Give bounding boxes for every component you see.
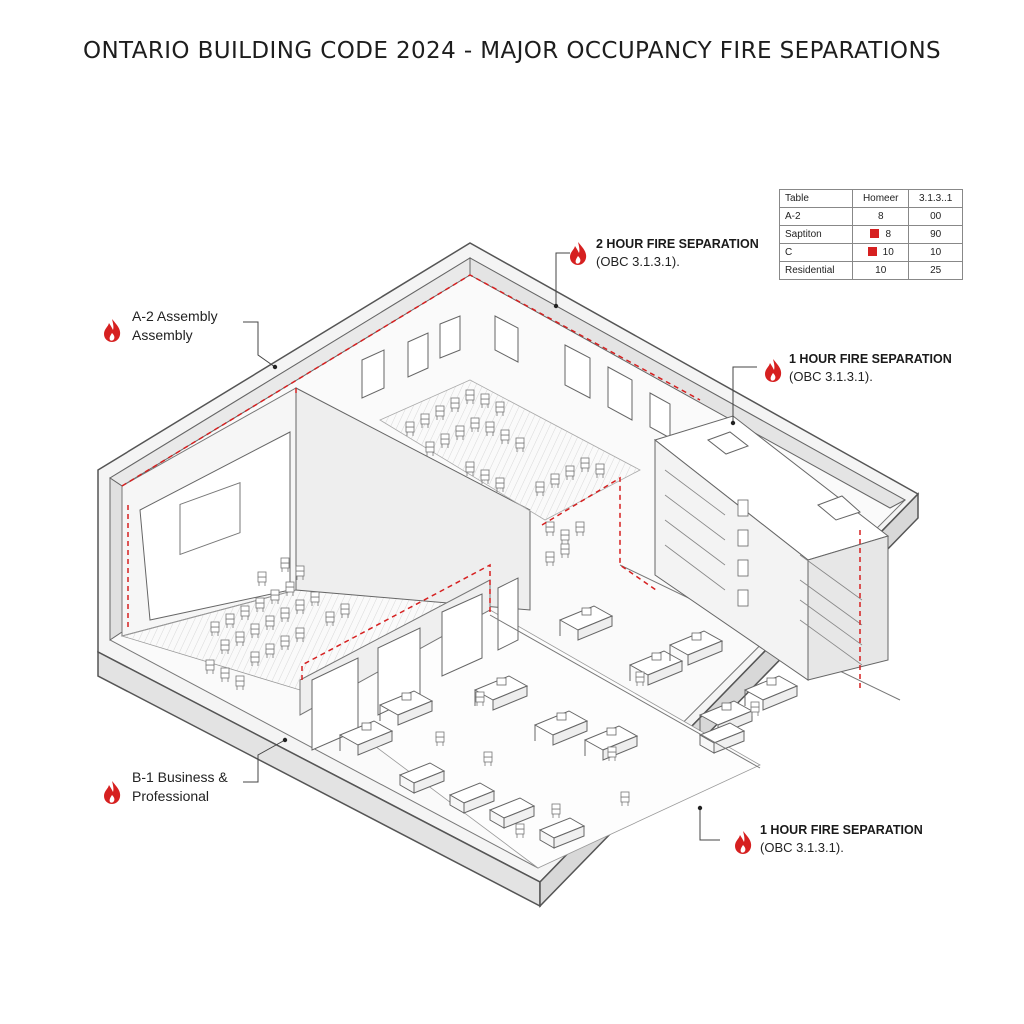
- business-zone: [299, 564, 901, 869]
- flame-icon: [735, 831, 752, 854]
- callout-business: B-1 Business & Professional: [104, 769, 228, 804]
- table-cell: 10: [852, 243, 910, 262]
- flame-icon: [104, 781, 121, 804]
- table-row: A-2 8 00: [778, 207, 963, 226]
- table-header: Table: [778, 189, 854, 208]
- table-header: Homeer: [852, 189, 910, 208]
- fire-separation-lines: [121, 274, 861, 690]
- table-cell: 25: [908, 261, 963, 280]
- table-cell: 00: [908, 207, 963, 226]
- table-header-row: Table Homeer 3.1.3..1: [778, 189, 963, 208]
- callout-leaders: [243, 252, 757, 841]
- table-cell: 10: [908, 243, 963, 262]
- callout-assembly: A-2 Assembly Assembly: [104, 308, 218, 343]
- table-cell-label: C: [778, 243, 854, 262]
- callout-assembly-line1: A-2 Assembly: [132, 308, 218, 324]
- callout-sep-right: 1 HOUR FIRE SEPARATION (OBC 3.1.3.1).: [765, 352, 952, 384]
- table-cell: 8: [852, 207, 910, 226]
- callout-sep-bottom-line1: 1 HOUR FIRE SEPARATION: [760, 823, 923, 837]
- callout-business-line1: B-1 Business &: [132, 769, 228, 785]
- assembly-zone: [120, 387, 531, 691]
- table-cell: 10: [852, 261, 910, 280]
- table-header: 3.1.3..1: [908, 189, 963, 208]
- table-row: Saptiton 8 90: [778, 225, 963, 244]
- residential-block: [653, 415, 890, 681]
- callout-business-line2: Professional: [132, 788, 209, 804]
- red-swatch: [870, 229, 880, 238]
- table-cell-label: A-2: [778, 207, 854, 226]
- table-cell: 90: [908, 225, 963, 244]
- table-cell: 8: [852, 225, 910, 244]
- hall-zone: [361, 315, 671, 567]
- table-cell-value: 10: [882, 247, 894, 258]
- table-cell-label: Saptiton: [778, 225, 854, 244]
- flame-icon: [570, 242, 587, 265]
- separation-table: Table Homeer 3.1.3..1 A-2 8 00 Saptiton …: [778, 189, 963, 280]
- flame-icon: [104, 319, 121, 342]
- callout-sep-bottom: 1 HOUR FIRE SEPARATION (OBC 3.1.3.1).: [735, 823, 923, 855]
- table-row: C 10 10: [778, 243, 963, 262]
- red-swatch: [867, 247, 877, 256]
- callout-sep-right-line1: 1 HOUR FIRE SEPARATION: [789, 352, 952, 366]
- callout-sep-right-line2: (OBC 3.1.3.1).: [789, 369, 873, 384]
- callout-sep-top: 2 HOUR FIRE SEPARATION (OBC 3.1.3.1).: [570, 237, 759, 269]
- page-title: ONTARIO BUILDING CODE 2024 - MAJOR OCCUP…: [82, 38, 942, 64]
- table-cell-label: Residential: [778, 261, 854, 280]
- callout-sep-bottom-line2: (OBC 3.1.3.1).: [760, 840, 844, 855]
- flame-icon: [765, 359, 782, 382]
- callout-sep-top-line1: 2 HOUR FIRE SEPARATION: [596, 237, 759, 251]
- table-cell-value: 8: [885, 229, 892, 240]
- table-row: Residential 10 25: [778, 261, 963, 280]
- callout-sep-top-line2: (OBC 3.1.3.1).: [596, 254, 680, 269]
- callout-assembly-line2: Assembly: [132, 327, 193, 343]
